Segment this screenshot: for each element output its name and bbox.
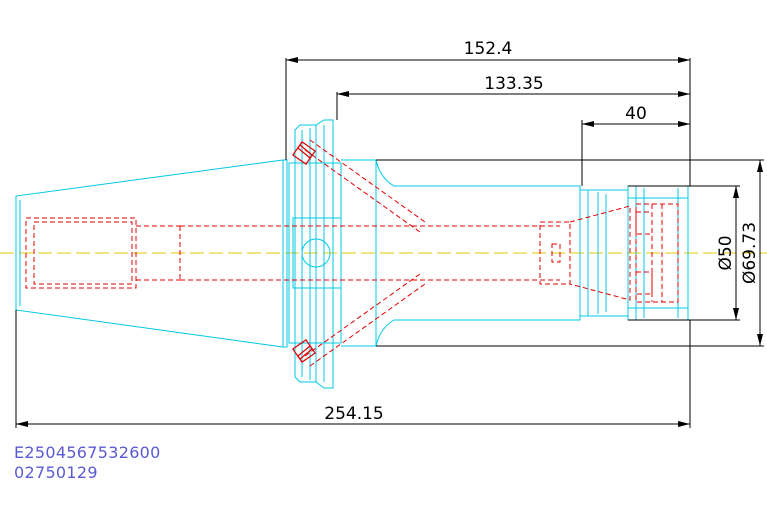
dimension-152-4: 152.4: [464, 39, 513, 59]
hidden-lines: [25, 139, 679, 367]
part-code-primary: E2504567532600: [14, 443, 161, 462]
drive-key-hole: [301, 238, 331, 268]
part-code-secondary: 02750129: [14, 463, 98, 482]
dimension-40: 40: [625, 104, 647, 124]
dimension-lines: [15, 58, 764, 428]
screw-top: [292, 141, 316, 165]
dimension-254-15: 254.15: [324, 404, 383, 424]
dimension-diameter-69-73: Ø69.73: [740, 222, 760, 284]
taper-shank: [15, 159, 284, 348]
dimension-diameter-50: Ø50: [716, 235, 736, 270]
screw-bottom: [292, 339, 316, 363]
dimension-133-35: 133.35: [484, 74, 543, 94]
dimension-arrows: [16, 57, 763, 427]
